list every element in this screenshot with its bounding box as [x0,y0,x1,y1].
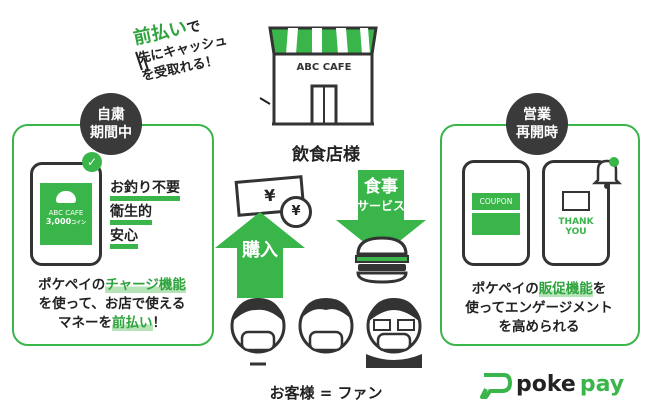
thanks-phone: THANK YOU [542,160,610,266]
pokepay-logo-icon [480,373,512,399]
benefit-list: お釣り不要 衛生的 安心 [110,176,180,249]
mail-icon [562,191,590,211]
right-badge-line1: 営業 [523,107,551,123]
left-badge: 自粛 期間中 [80,93,142,155]
burger-icon [56,191,76,203]
right-badge: 営業 再開時 [506,93,568,155]
left-phone-screen: ABC CAFE 3,000コイン [40,183,92,245]
left-phone: ABC CAFE 3,000コイン [30,162,102,266]
thanks-line1: THANK [558,217,594,227]
food-label: 食事 サービス [348,176,414,214]
right-badge-line2: 再開時 [516,125,558,141]
pokepay-logo: poke pay [478,368,624,400]
left-phone-shop: ABC CAFE [48,209,84,217]
promo-feature: 販促機能 [538,281,593,297]
logo-poke: poke [516,371,576,397]
shop-label: 飲食店様 [292,145,360,165]
check-icon: ✓ [82,152,102,172]
thanks-line2: YOU [565,227,587,237]
logo-pay: pay [579,371,625,397]
customer-face-2 [298,298,354,354]
bell-icon [592,157,622,189]
left-phone-unit: コイン [71,220,87,226]
food-label-line1: 食事 [364,177,398,197]
food-label-line2: サービス [356,199,405,213]
coupon-body [472,213,520,235]
customer-face-3 [366,298,422,368]
benefit-item: 衛生的 [110,204,152,225]
customer-label: お客様 = ファン [269,384,383,402]
purchase-label: 購入 [242,240,278,261]
shop-sign: ABC CAFE [296,62,352,73]
prepay-highlight: 前払い [112,315,153,331]
customer-face-1 [230,298,286,366]
right-description: ポケペイの販促機能を 使ってエンゲージメント を高められる [465,281,613,335]
benefit-item: 安心 [110,228,138,249]
purchase-arrow [215,212,305,298]
food-arrow [336,170,426,256]
left-phone-amount: 3,000 [45,217,72,226]
coin-icon: ¥ [280,196,312,228]
shop-icon [268,26,378,126]
benefit-item: お釣り不要 [110,180,180,201]
left-description: ポケペイのチャージ機能 を使って、お店で使える マネーを前払い！ [38,277,186,331]
charge-feature: チャージ機能 [105,277,186,293]
coupon-label: COUPON [472,193,520,210]
coupon-phone: COUPON [462,160,530,266]
left-badge-line2: 期間中 [90,125,132,141]
customer-faces [230,298,422,368]
burger-icon-large [355,236,409,284]
left-badge-line1: 自粛 [97,107,125,123]
headline-bracket [135,51,271,105]
